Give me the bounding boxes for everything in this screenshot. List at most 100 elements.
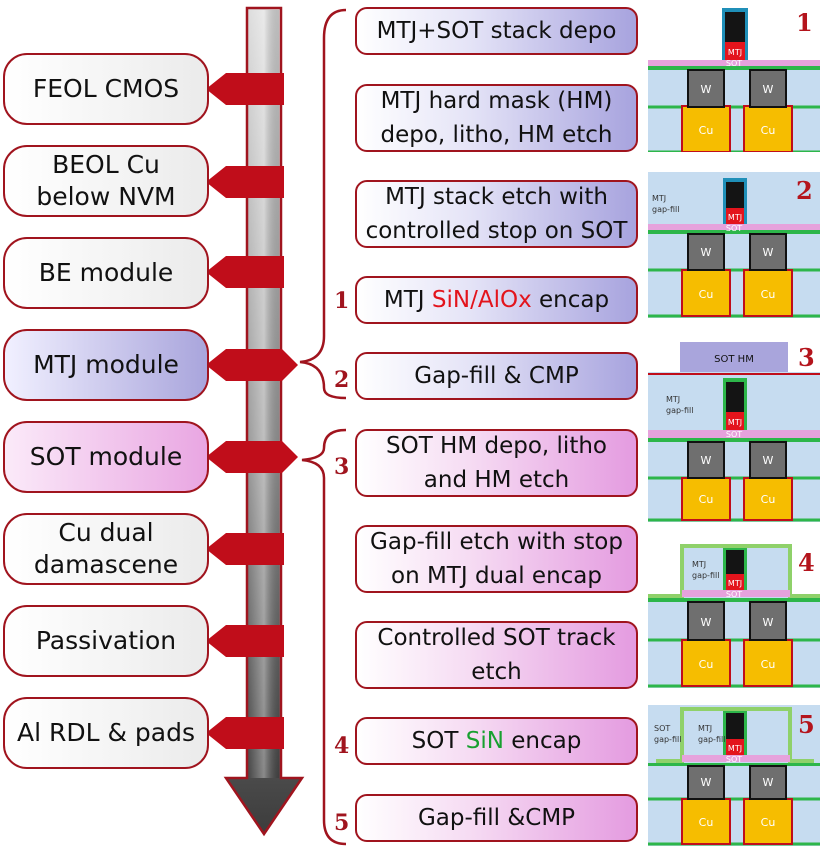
gap-fill-label: MTJ	[666, 395, 680, 404]
w-label: W	[763, 776, 774, 789]
step-final-gap-fill-cmp: Gap-fill &CMP	[355, 794, 638, 842]
connector-arrow	[206, 73, 284, 105]
flow-box-mtj-module: MTJ module	[3, 329, 209, 401]
step-text-post: encap	[503, 728, 582, 754]
step-mtj-sot-stack-depo: MTJ+SOT stack depo	[355, 7, 638, 55]
flow-label: FEOL CMOS	[32, 74, 180, 103]
step-marker-4: 4	[334, 733, 350, 759]
flow-box-be-module: BE module	[3, 237, 209, 309]
sot-label: SOT	[726, 224, 742, 233]
connector-arrow	[206, 349, 298, 381]
step-text-highlight: SiN/AlOx	[431, 287, 532, 313]
step-text: MTJ SiN/AlOx encap	[384, 283, 609, 317]
cu-label: Cu	[761, 816, 776, 829]
w-label: W	[763, 246, 774, 259]
connector-arrow	[206, 533, 284, 565]
flow-box-beol-cu: BEOL Cu below NVM	[3, 145, 209, 217]
step-text: MTJ+SOT stack depo	[376, 18, 617, 44]
flow-box-sot-module: SOT module	[3, 421, 209, 493]
w-label: W	[701, 454, 712, 467]
flow-label: Al RDL & pads	[16, 718, 195, 747]
flow-box-passivation: Passivation	[3, 605, 209, 677]
cu-label: Cu	[761, 124, 776, 137]
flow-label: SOT module	[29, 442, 183, 471]
step-marker-3: 3	[334, 454, 350, 480]
gap-fill-label: gap-fill	[698, 735, 725, 744]
connector-arrow	[206, 256, 284, 288]
step-marker-1: 1	[334, 288, 350, 314]
step-text-pre: MTJ	[383, 287, 432, 313]
mtj-label: MTJ	[728, 213, 742, 222]
mtj-label: MTJ	[728, 579, 742, 588]
cross-section-1: MTJ SOT W W Cu Cu	[648, 8, 820, 152]
connector-arrow	[206, 166, 284, 198]
sot-label: SOT	[726, 755, 742, 764]
step-mtj-stack-etch: MTJ stack etch with controlled stop on S…	[355, 180, 638, 248]
sot-label: SOT	[726, 430, 742, 439]
gap-fill-label: gap-fill	[666, 406, 693, 415]
step-mtj-hard-mask: MTJ hard mask (HM) depo, litho, HM etch	[355, 84, 638, 152]
step-sot-encap: SOT SiN encap	[355, 717, 638, 765]
flow-box-al-rdl-pads: Al RDL & pads	[3, 697, 209, 769]
step-text: MTJ hard mask (HM) depo, litho, HM etch	[380, 88, 613, 148]
cross-section-number-5: 5	[798, 710, 815, 739]
cu-label: Cu	[761, 658, 776, 671]
cu-label: Cu	[699, 658, 714, 671]
step-text: MTJ stack etch with controlled stop on S…	[365, 184, 628, 244]
step-sot-hm-depo: SOT HM depo, litho and HM etch	[355, 429, 638, 497]
cu-label: Cu	[699, 288, 714, 301]
step-text: SOT HM depo, litho and HM etch	[385, 433, 607, 493]
flow-label: Passivation	[35, 626, 177, 655]
sot-module-brace	[301, 428, 347, 846]
w-label: W	[701, 83, 712, 96]
gap-fill-label: gap-fill	[652, 205, 679, 214]
mtj-label: MTJ	[728, 48, 742, 57]
gap-fill-label: MTJ	[652, 194, 666, 203]
step-marker-2: 2	[334, 367, 350, 393]
w-label: W	[701, 616, 712, 629]
w-label: W	[763, 83, 774, 96]
cross-section-4: MTJ SOT MTJ gap-fill W W Cu Cu	[648, 544, 820, 688]
step-text: Gap-fill & CMP	[414, 363, 579, 389]
cu-label: Cu	[699, 493, 714, 506]
step-sot-track-etch: Controlled SOT track etch	[355, 621, 638, 689]
sot-hm-label: SOT HM	[714, 354, 754, 365]
cross-section-number-3: 3	[798, 343, 815, 372]
connector-arrow	[206, 441, 298, 473]
mtj-label: MTJ	[728, 744, 742, 753]
sot-gap-fill-label: gap-fill	[654, 735, 681, 744]
step-text: SOT SiN encap	[412, 724, 582, 758]
w-label: W	[701, 776, 712, 789]
step-text-post: encap	[531, 287, 610, 313]
cross-section-number-2: 2	[796, 176, 813, 205]
w-label: W	[763, 454, 774, 467]
flow-label: BEOL Cu below NVM	[36, 150, 176, 211]
cross-section-5: MTJ SOT MTJ gap-fill SOT gap-fill W W Cu…	[648, 705, 820, 846]
cu-label: Cu	[761, 493, 776, 506]
w-label: W	[701, 246, 712, 259]
cross-section-number-4: 4	[798, 548, 815, 577]
mtj-module-brace	[299, 8, 347, 400]
flow-box-feol-cmos: FEOL CMOS	[3, 53, 209, 125]
step-gap-fill-etch: Gap-fill etch with stop on MTJ dual enca…	[355, 525, 638, 593]
sot-label: SOT	[726, 590, 742, 599]
cross-section-number-1: 1	[796, 8, 813, 37]
step-text: Gap-fill &CMP	[417, 805, 576, 831]
gap-fill-label: MTJ	[698, 724, 712, 733]
connector-arrow	[206, 717, 284, 749]
connector-arrow	[206, 625, 284, 657]
gap-fill-label: gap-fill	[692, 571, 719, 580]
w-label: W	[763, 616, 774, 629]
sot-label: SOT	[726, 59, 742, 68]
flow-label: Cu dual damascene	[33, 518, 179, 579]
sot-gap-fill-label: SOT	[654, 724, 670, 733]
cu-label: Cu	[699, 816, 714, 829]
step-text: Gap-fill etch with stop on MTJ dual enca…	[370, 529, 623, 589]
flow-box-cu-dual-damascene: Cu dual damascene	[3, 513, 209, 585]
step-gap-fill-cmp: Gap-fill & CMP	[355, 352, 638, 400]
cu-label: Cu	[761, 288, 776, 301]
mtj-label: MTJ	[728, 418, 742, 427]
step-mtj-encap: MTJ SiN/AlOx encap	[355, 276, 638, 324]
flow-label: MTJ module	[33, 350, 179, 379]
